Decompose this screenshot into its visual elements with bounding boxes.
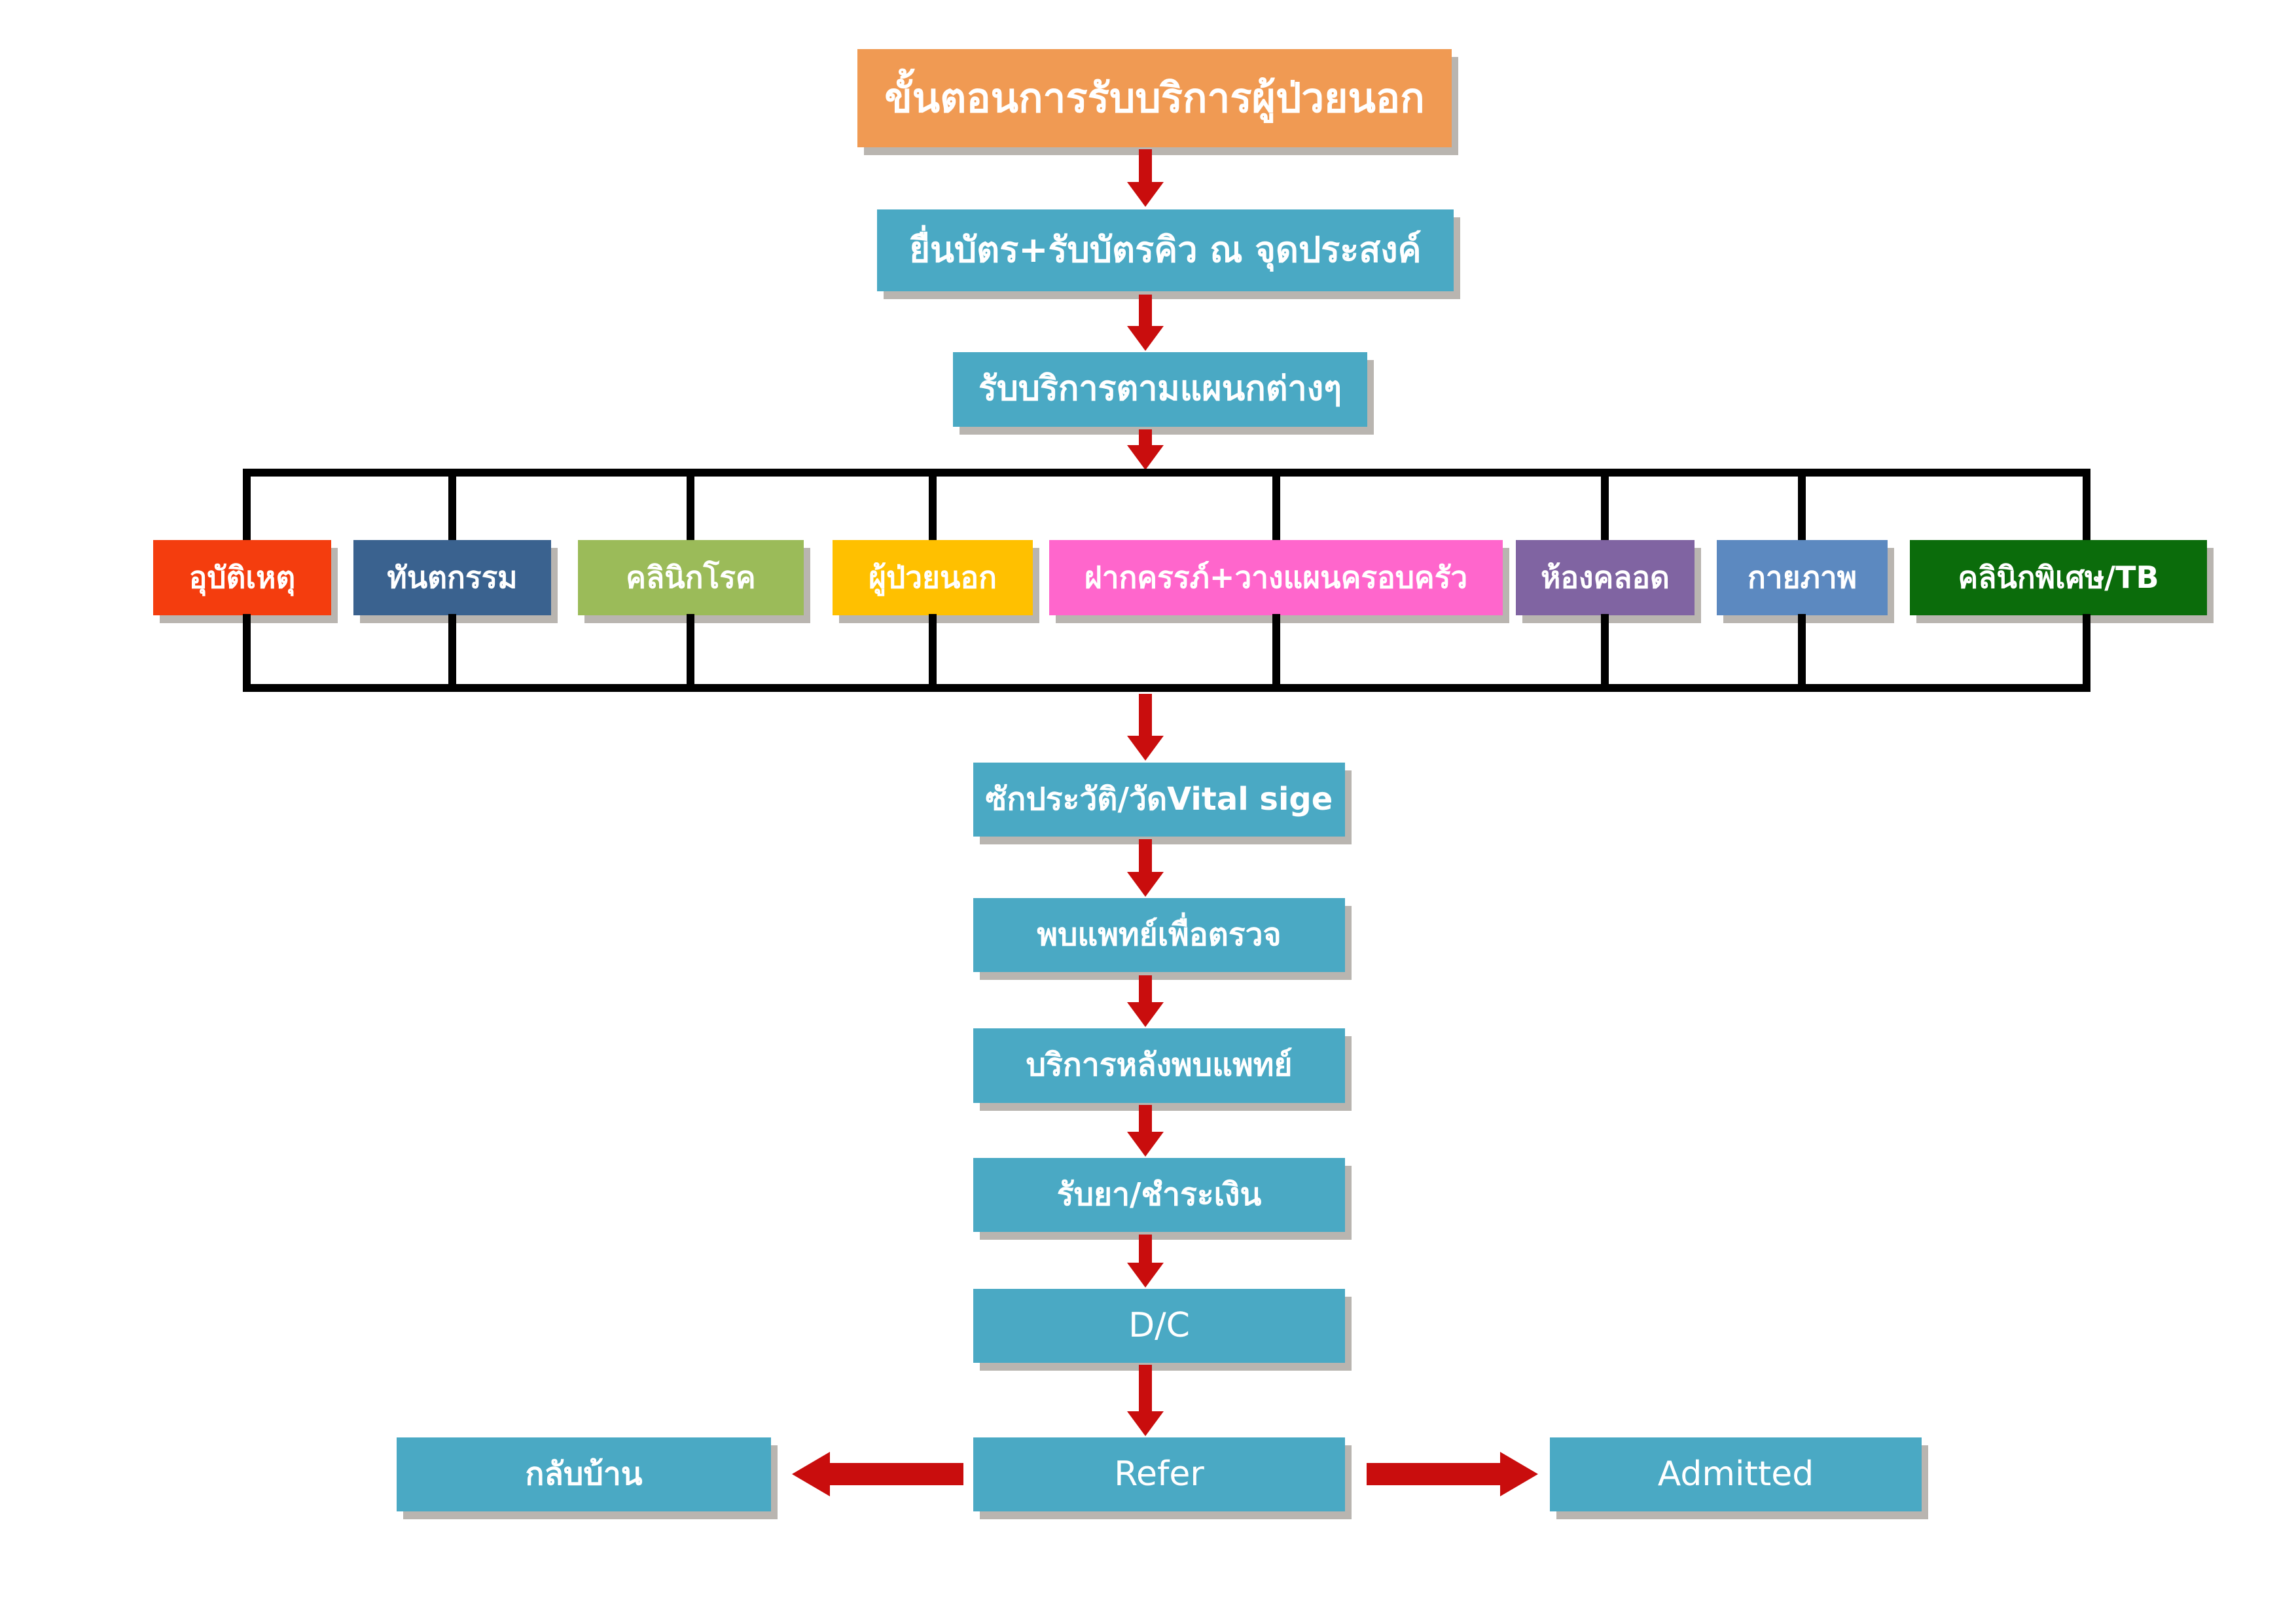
dept-delivery-room-box: ห้องคลอด xyxy=(1516,540,1695,615)
dept-outpatient-box: ผู้ป่วยนอก xyxy=(833,540,1033,615)
arrow-shaft xyxy=(1139,429,1152,448)
down-arrow xyxy=(1127,975,1164,1027)
connector-line xyxy=(1601,614,1609,687)
arrow-head-icon xyxy=(1500,1452,1538,1496)
connector-line xyxy=(1601,469,1609,543)
arrow-shaft xyxy=(1139,295,1152,329)
arrow-head-icon xyxy=(1127,326,1164,351)
dept-disease-clinic-box: คลินิกโรค xyxy=(578,540,804,615)
down-arrow xyxy=(1127,1235,1164,1288)
dept-anc-family-planning-box: ฝากครรภ์+วางแผนครอบครัว xyxy=(1049,540,1503,615)
down-arrow xyxy=(1127,295,1164,351)
arrow-head-icon xyxy=(792,1452,830,1496)
connector-line xyxy=(1798,469,1806,543)
outcome-home-box: กลับบ้าน xyxy=(397,1437,771,1511)
arrow-shaft xyxy=(1139,975,1152,1005)
arrow-head-icon xyxy=(1127,872,1164,897)
connector-line xyxy=(2083,469,2090,543)
arrow-shaft xyxy=(1139,839,1152,875)
arrow-shaft xyxy=(1139,1235,1152,1265)
connector-line xyxy=(243,614,251,687)
step-history-vital-box: ซักประวัติ/วัดVital sige xyxy=(973,763,1345,837)
dept-accident-box: อุบัติเหตุ xyxy=(153,540,331,615)
down-arrow xyxy=(1127,694,1164,761)
arrow-shaft xyxy=(1367,1463,1504,1485)
arrow-shaft xyxy=(1139,694,1152,738)
step-discharge-box: D/C xyxy=(973,1289,1345,1363)
dept-physiotherapy-box: กายภาพ xyxy=(1717,540,1888,615)
connector-line xyxy=(929,469,937,543)
down-arrow xyxy=(1127,1105,1164,1157)
connector-line xyxy=(929,614,937,687)
connector-line xyxy=(687,614,694,687)
connector-line xyxy=(1272,614,1280,687)
title-box: ขั้นตอนการรับบริการผู้ป่วยนอก xyxy=(857,49,1452,147)
arrow-head-icon xyxy=(1127,182,1164,207)
connector-line xyxy=(1272,469,1280,543)
down-arrow xyxy=(1127,429,1164,470)
arrow-head-icon xyxy=(1127,1002,1164,1027)
connector-line xyxy=(687,469,694,543)
arrow-head-icon xyxy=(1127,1263,1164,1288)
down-arrow xyxy=(1127,149,1164,207)
outcome-admitted-box: Admitted xyxy=(1550,1437,1922,1511)
step-doctor-exam-box: พบแพทย์เพื่อตรวจ xyxy=(973,898,1345,972)
step-medicine-payment-box: รับยา/ชำระเงิน xyxy=(973,1158,1345,1232)
arrow-head-icon xyxy=(1127,1132,1164,1157)
dept-special-clinic-tb-box: คลินิกพิเศษ/TB xyxy=(1910,540,2207,615)
connector-line xyxy=(243,469,251,543)
arrow-shaft xyxy=(1139,1105,1152,1134)
top-rail-line xyxy=(243,469,2090,477)
down-arrow xyxy=(1127,839,1164,897)
connector-line xyxy=(448,614,456,687)
down-arrow xyxy=(1127,1365,1164,1436)
arrow-shaft xyxy=(826,1463,963,1485)
arrow-head-icon xyxy=(1127,445,1164,470)
connector-line xyxy=(448,469,456,543)
step-refer-box: Refer xyxy=(973,1437,1345,1511)
right-arrow xyxy=(1367,1452,1538,1496)
dept-dental-box: ทันตกรรม xyxy=(353,540,551,615)
arrow-head-icon xyxy=(1127,736,1164,761)
bottom-rail-line xyxy=(243,684,2090,692)
left-arrow xyxy=(792,1452,963,1496)
arrow-shaft xyxy=(1139,1365,1152,1414)
arrow-head-icon xyxy=(1127,1411,1164,1436)
step-department-service-box: รับบริการตามแผนกต่างๆ xyxy=(953,352,1367,427)
arrow-shaft xyxy=(1139,149,1152,185)
connector-line xyxy=(1798,614,1806,687)
connector-line xyxy=(2083,614,2090,687)
step-submit-card-box: ยื่นบัตร+รับบัตรคิว ณ จุดประสงค์ xyxy=(877,209,1454,291)
step-post-doctor-service-box: บริการหลังพบแพทย์ xyxy=(973,1028,1345,1103)
